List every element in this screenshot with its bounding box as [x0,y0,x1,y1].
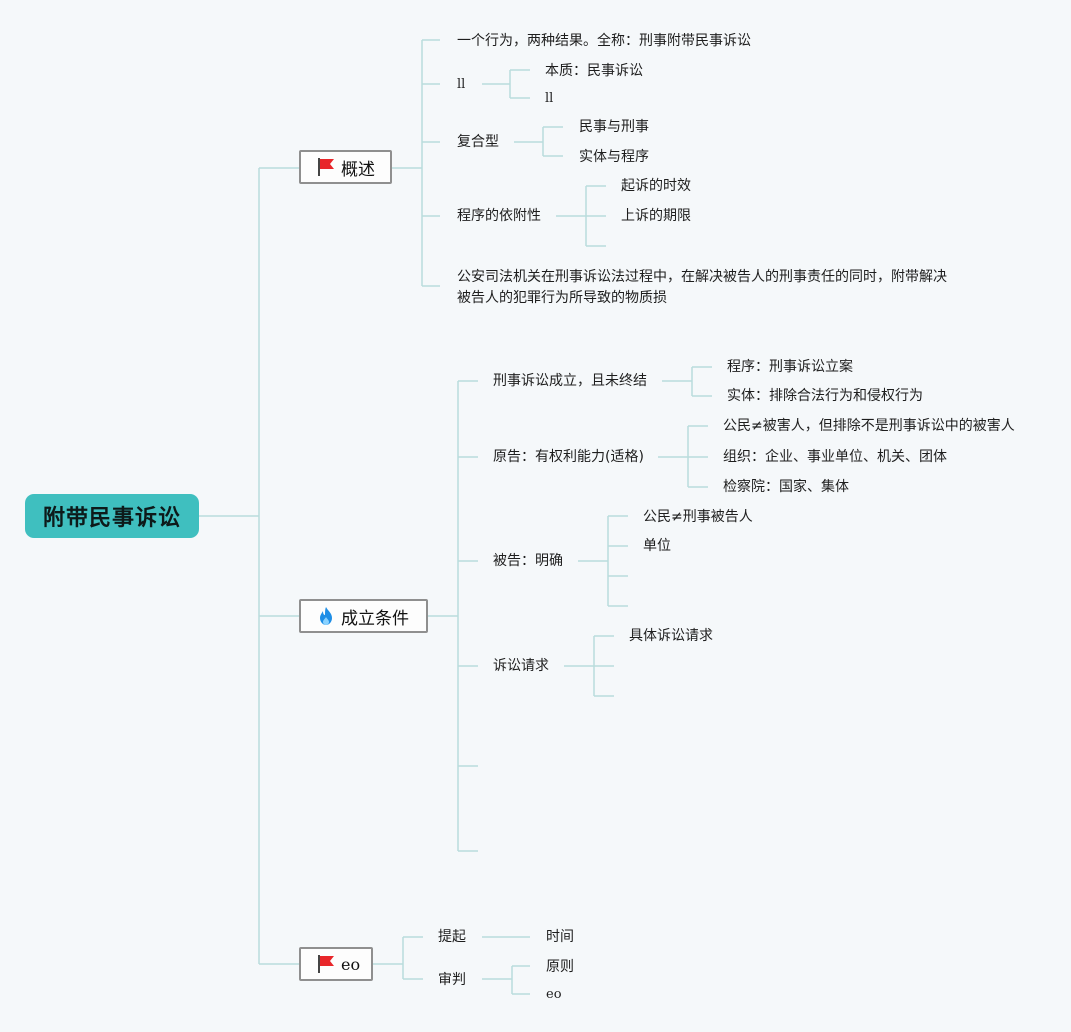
branch-label: eo [341,954,361,974]
branch-label: 成立条件 [341,608,409,629]
topic-eo-trial[interactable]: 审判 [438,972,466,988]
topic-overview-dependency-1[interactable]: 起诉的时效 [621,178,691,194]
branch-eo[interactable]: eo [299,947,373,981]
topic-conditions-established[interactable]: 刑事诉讼成立，且未终结 [493,373,647,389]
topic-eo-trial-1[interactable]: 原则 [546,959,574,975]
red-flag-icon [318,955,334,973]
topic-eo-filing-1[interactable]: 时间 [546,929,574,945]
fire-icon [320,607,332,625]
branch-overview[interactable]: 概述 [299,150,392,184]
root-topic[interactable]: 附带民事诉讼 [25,494,199,538]
topic-conditions-plaintiff[interactable]: 原告：有权利能力(适格) [493,449,644,465]
topic-conditions-claim[interactable]: 诉讼请求 [493,658,549,674]
topic-overview-definition-line1[interactable]: 公安司法机关在刑事诉讼法过程中，在解决被告人的刑事责任的同时，附带解决 [457,269,947,285]
topic-overview-ll[interactable]: ll [457,77,466,92]
topic-conditions-plaintiff-3[interactable]: 检察院：国家、集体 [723,479,849,495]
topic-overview-composite-2[interactable]: 实体与程序 [579,149,649,165]
topic-overview-dependency-2[interactable]: 上诉的期限 [621,208,691,224]
topic-conditions-established-1[interactable]: 程序：刑事诉讼立案 [727,359,853,375]
topic-conditions-plaintiff-1[interactable]: 公民≠被害人，但排除不是刑事诉讼中的被害人 [723,418,1015,434]
topic-overview-1[interactable]: 一个行为，两种结果。全称：刑事附带民事诉讼 [457,33,751,49]
topic-overview-ll-1[interactable]: 本质：民事诉讼 [545,63,643,79]
red-flag-icon [318,158,334,176]
topic-conditions-plaintiff-2[interactable]: 组织：企业、事业单位、机关、团体 [723,449,947,465]
topic-conditions-defendant-2[interactable]: 单位 [643,538,671,554]
topic-eo-filing[interactable]: 提起 [438,929,466,945]
topic-conditions-established-2[interactable]: 实体：排除合法行为和侵权行为 [727,388,923,404]
topic-overview-composite[interactable]: 复合型 [457,134,499,150]
topic-eo-trial-2[interactable]: eo [546,987,562,1002]
topic-conditions-defendant[interactable]: 被告：明确 [493,553,563,569]
topic-conditions-defendant-1[interactable]: 公民≠刑事被告人 [643,509,753,525]
branch-label: 概述 [341,159,375,180]
topic-overview-composite-1[interactable]: 民事与刑事 [579,119,649,135]
topic-overview-dependency[interactable]: 程序的依附性 [457,208,541,224]
topic-overview-definition-line2[interactable]: 被告人的犯罪行为所导致的物质损 [457,290,667,306]
branch-conditions[interactable]: 成立条件 [299,599,428,633]
topic-overview-ll-2[interactable]: ll [545,91,554,106]
topic-conditions-claim-1[interactable]: 具体诉讼请求 [629,628,713,644]
